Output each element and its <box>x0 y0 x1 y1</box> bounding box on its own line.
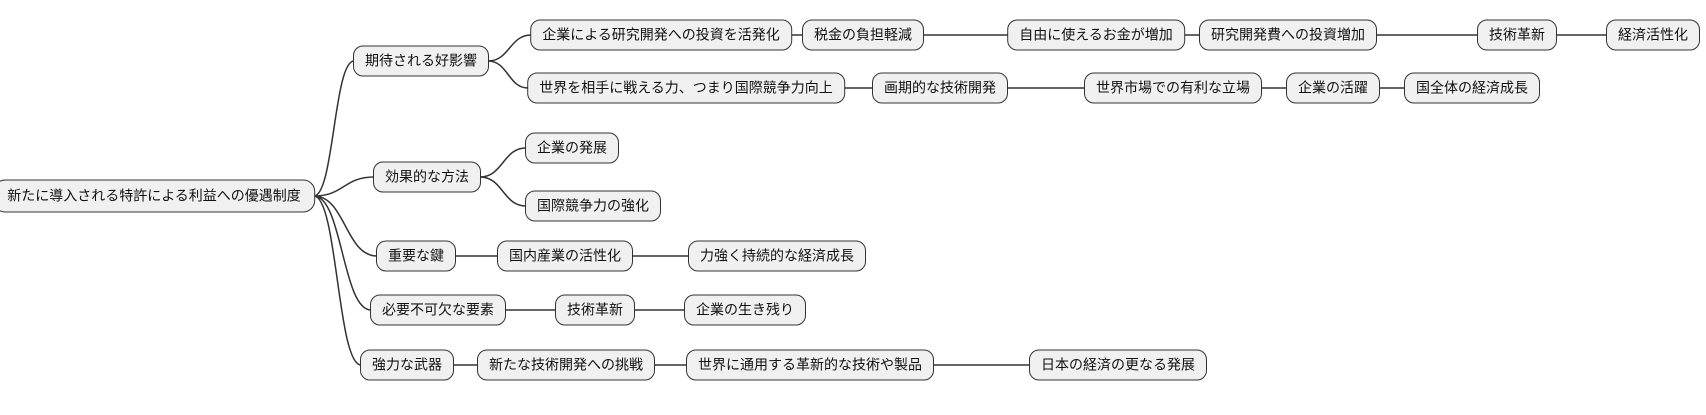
edge-root-b3 <box>313 195 378 257</box>
edge-b2-d2 <box>479 176 527 207</box>
edge-b1-c1 <box>487 60 529 89</box>
mindmap-node-b2: 効果的な方法 <box>373 161 481 193</box>
mindmap-node-g3: 日本の経済の更なる発展 <box>1029 349 1207 381</box>
mindmap-node-d1: 企業の発展 <box>525 132 619 164</box>
mindmap-node-a2: 税金の負担軽減 <box>802 19 924 51</box>
mindmap-node-g2: 世界に通用する革新的な技術や製品 <box>686 349 934 381</box>
mindmap-node-e2: 力強く持続的な経済成長 <box>688 240 866 272</box>
edge-root-b2 <box>313 176 375 197</box>
mindmap-node-a1: 企業による研究開発への投資を活発化 <box>530 19 792 51</box>
mindmap-node-b3: 重要な鍵 <box>376 240 456 272</box>
mindmap-node-a5: 技術革新 <box>1477 19 1557 51</box>
mindmap-node-b5: 強力な武器 <box>360 349 454 381</box>
mindmap-node-c2: 画期的な技術開発 <box>872 72 1008 104</box>
mindmap-node-g1: 新たな技術開発への挑戦 <box>477 349 655 381</box>
edge-root-b4 <box>313 195 372 311</box>
mindmap-node-a3: 自由に使えるお金が増加 <box>1007 19 1185 51</box>
mindmap-node-d2: 国際競争力の強化 <box>525 190 661 222</box>
mindmap-node-c4: 企業の活躍 <box>1286 72 1380 104</box>
edge-b2-d1 <box>479 147 527 178</box>
mindmap-node-f1: 技術革新 <box>555 294 635 326</box>
mindmap-node-b1: 期待される好影響 <box>353 45 489 77</box>
edge-root-b5 <box>313 195 362 366</box>
mindmap-node-f2: 企業の生き残り <box>684 294 806 326</box>
mindmap-node-e1: 国内産業の活性化 <box>497 240 633 272</box>
mindmap-node-c1: 世界を相手に戦える力、つまり国際競争力向上 <box>527 72 845 104</box>
mindmap-node-c5: 国全体の経済成長 <box>1404 72 1540 104</box>
mindmap-node-c3: 世界市場での有利な立場 <box>1084 72 1262 104</box>
edge-root-b1 <box>313 60 355 197</box>
mindmap-node-a6: 経済活性化 <box>1606 19 1700 51</box>
mindmap-node-b4: 必要不可欠な要素 <box>370 294 506 326</box>
edge-b1-a1 <box>487 34 532 62</box>
mindmap-node-a4: 研究開発費への投資増加 <box>1199 19 1377 51</box>
mindmap-root-node: 新たに導入される特許による利益への優遇制度 <box>0 179 315 213</box>
